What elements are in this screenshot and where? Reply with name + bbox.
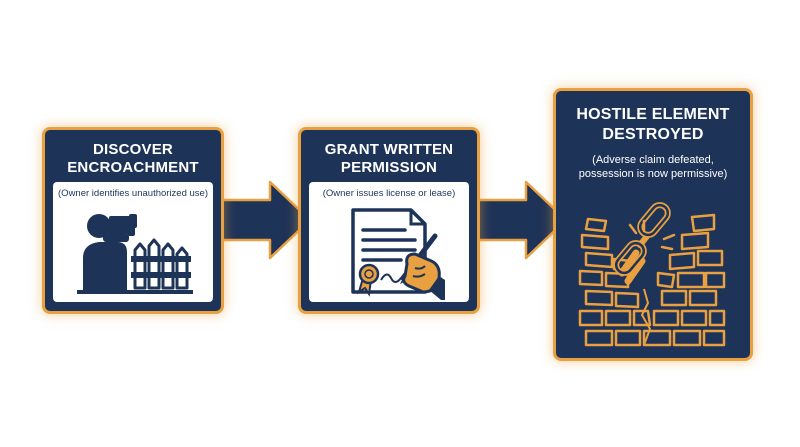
step-card-discover: DISCOVER ENCROACHMENT (Owner identifies …: [42, 127, 224, 314]
binoculars-person-fence-icon: [77, 214, 193, 294]
step-panel: (Owner identifies unauthorized use): [53, 182, 213, 302]
step-title: GRANT WRITTEN PERMISSION: [324, 141, 454, 176]
step-title: HOSTILE ELEMENT DESTROYED: [576, 106, 730, 143]
broken-chain-crumbling-wall-icon: [578, 202, 726, 347]
step-subtitle: (Owner identifies unauthorized use): [58, 188, 208, 199]
step-subtitle: (Owner issues license or lease): [322, 188, 456, 199]
step-panel: (Owner issues license or lease): [309, 182, 469, 302]
step-card-hostile-element-destroyed: HOSTILE ELEMENT DESTROYED (Adverse claim…: [553, 88, 753, 361]
signed-certificate-icon: [351, 208, 445, 300]
step-title: DISCOVER ENCROACHMENT: [67, 141, 199, 176]
step-card-grant-permission: GRANT WRITTEN PERMISSION (Owner issues l…: [298, 127, 480, 314]
step-subtitle: (Adverse claim defeated, possession is n…: [578, 154, 728, 180]
